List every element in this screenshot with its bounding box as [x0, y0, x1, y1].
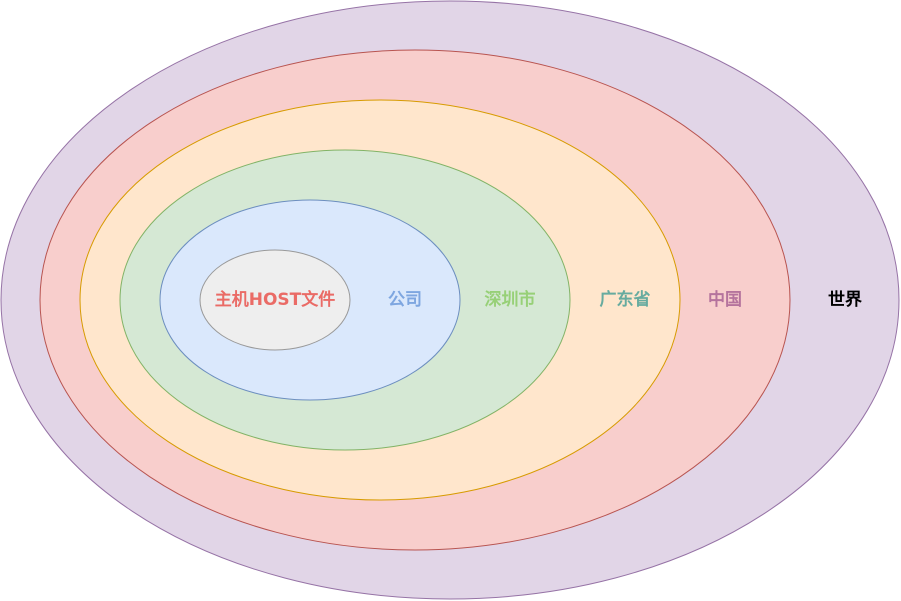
label-host-file: 主机HOST文件: [215, 289, 336, 310]
label-shenzhen: 深圳市: [485, 289, 536, 310]
label-guangdong: 广东省: [600, 289, 651, 310]
label-world: 世界: [828, 290, 862, 310]
label-company: 公司: [388, 290, 422, 310]
label-china: 中国: [708, 289, 742, 310]
ring-host-file: [199, 249, 351, 351]
